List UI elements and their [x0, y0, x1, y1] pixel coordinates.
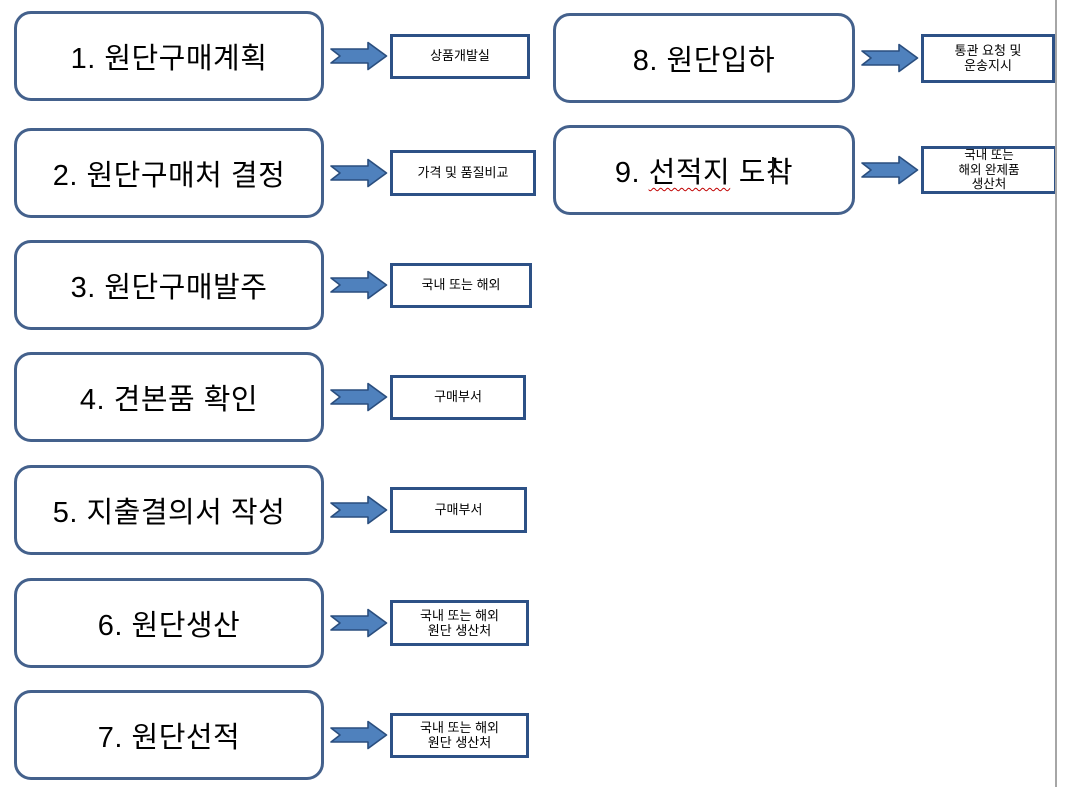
flow-step-2: 2. 원단구매처 결정 가격 및 품질비교	[14, 128, 536, 218]
flow-step-6: 6. 원단생산 국내 또는 해외 원단 생산처	[14, 578, 529, 668]
step-shape-8[interactable]: 8. 원단입하	[553, 13, 855, 103]
step-label: 2. 원단구매처 결정	[52, 160, 286, 192]
flow-step-7: 7. 원단선적 국내 또는 해외 원단 생산처	[14, 690, 529, 780]
notched-right-arrow-icon[interactable]	[330, 382, 388, 412]
annotation-text: 구매부서	[434, 502, 483, 518]
flow-step-1: 1. 원단구매계획 상품개발실	[14, 11, 530, 101]
step-shape-4[interactable]: 4. 견본품 확인	[14, 352, 324, 442]
step-annotation-4[interactable]: 구매부서	[390, 374, 526, 420]
step-shape-3[interactable]: 3. 원단구매발주	[14, 240, 324, 330]
step-label: 9. 선적지 도착	[614, 157, 794, 189]
step-label: 8. 원단입하	[632, 45, 776, 77]
text-cursor	[772, 157, 774, 184]
flow-step-5: 5. 지출결의서 작성 구매부서	[14, 465, 527, 555]
notched-right-arrow-icon[interactable]	[330, 720, 388, 750]
step-shape-1[interactable]: 1. 원단구매계획	[14, 11, 324, 101]
step-annotation-7[interactable]: 국내 또는 해외 원단 생산처	[390, 712, 529, 758]
notched-right-arrow-icon[interactable]	[330, 41, 388, 71]
step-shape-7[interactable]: 7. 원단선적	[14, 690, 324, 780]
annotation-text: 국내 또는 해외	[421, 277, 501, 293]
step-shape-9[interactable]: 9. 선적지 도착	[553, 125, 855, 215]
step-label: 1. 원단구매계획	[70, 43, 268, 75]
step-annotation-2[interactable]: 가격 및 품질비교	[390, 150, 536, 196]
annotation-text: 통관 요청 및 운송지시	[954, 42, 1022, 73]
annotation-text: 가격 및 품질비교	[417, 165, 509, 181]
step-annotation-5[interactable]: 구매부서	[390, 487, 527, 533]
flow-step-9: 9. 선적지 도착 국내 또는 해외 완제품 생산처	[553, 125, 1057, 215]
step-annotation-9[interactable]: 국내 또는 해외 완제품 생산처	[921, 146, 1057, 194]
step-label: 5. 지출결의서 작성	[52, 497, 286, 529]
flow-step-8: 8. 원단입하 통관 요청 및 운송지시	[553, 13, 1055, 103]
annotation-text: 국내 또는 해외 원단 생산처	[420, 607, 499, 638]
flow-step-3: 3. 원단구매발주 국내 또는 해외	[14, 240, 532, 330]
step-annotation-1[interactable]: 상품개발실	[390, 33, 530, 79]
notched-right-arrow-icon[interactable]	[330, 270, 388, 300]
annotation-text: 국내 또는 해외 완제품 생산처	[958, 147, 1020, 192]
step-shape-5[interactable]: 5. 지출결의서 작성	[14, 465, 324, 555]
step-shape-2[interactable]: 2. 원단구매처 결정	[14, 128, 324, 218]
misspelled-word: 선적지	[648, 157, 731, 189]
page-edge-line	[1055, 0, 1057, 787]
step-shape-6[interactable]: 6. 원단생산	[14, 578, 324, 668]
notched-right-arrow-icon[interactable]	[330, 158, 388, 188]
flow-step-4: 4. 견본품 확인 구매부서	[14, 352, 526, 442]
step-annotation-8[interactable]: 통관 요청 및 운송지시	[921, 33, 1055, 83]
step-label: 3. 원단구매발주	[70, 272, 268, 304]
step-annotation-6[interactable]: 국내 또는 해외 원단 생산처	[390, 600, 529, 646]
step-annotation-3[interactable]: 국내 또는 해외	[390, 262, 532, 308]
step-label: 4. 견본품 확인	[79, 384, 259, 416]
annotation-text: 구매부서	[434, 389, 482, 405]
annotation-text: 상품개발실	[430, 48, 490, 64]
step-label: 6. 원단생산	[97, 610, 241, 642]
annotation-text: 국내 또는 해외 원단 생산처	[420, 719, 499, 750]
notched-right-arrow-icon[interactable]	[330, 608, 388, 638]
step-label: 7. 원단선적	[97, 722, 241, 754]
notched-right-arrow-icon[interactable]	[861, 155, 919, 185]
notched-right-arrow-icon[interactable]	[330, 495, 388, 525]
notched-right-arrow-icon[interactable]	[861, 43, 919, 73]
